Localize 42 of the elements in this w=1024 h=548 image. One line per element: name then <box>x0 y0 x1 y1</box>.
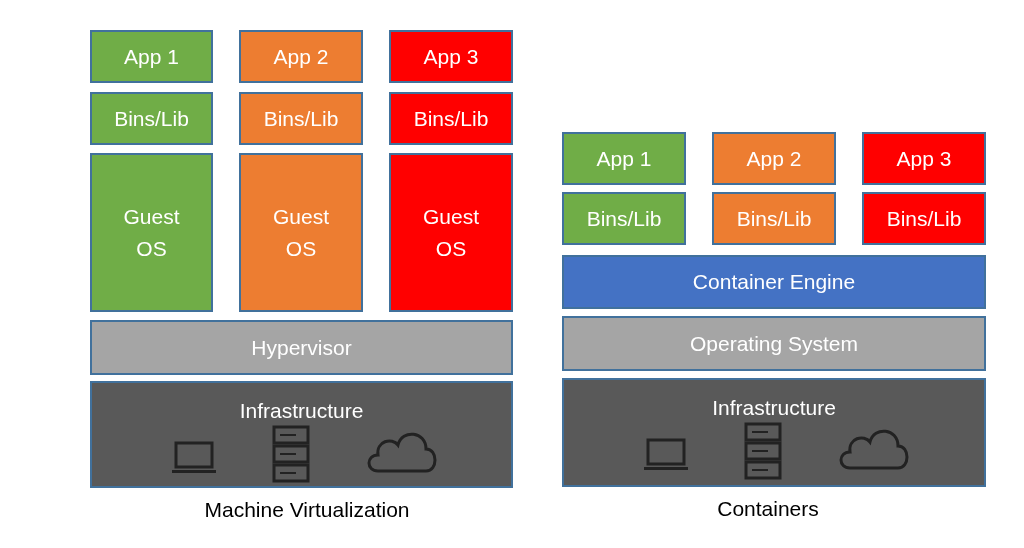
layer-label: App 1 <box>596 145 652 172</box>
layer-label: App 3 <box>423 43 479 70</box>
library-box <box>389 92 513 145</box>
operating-system-layer <box>562 316 986 371</box>
hypervisor-layer <box>90 320 513 375</box>
layer-label: Bins/Lib <box>736 205 812 232</box>
library-box <box>562 192 686 245</box>
layer-label: Bins/Lib <box>263 105 339 132</box>
layer-label: Hypervisor <box>251 334 352 361</box>
app-box <box>239 30 363 83</box>
container-engine-layer <box>562 255 986 309</box>
infrastructure-layer <box>562 378 986 487</box>
layer-label: App 1 <box>124 43 179 70</box>
library-box <box>712 192 836 245</box>
library-box <box>862 192 986 245</box>
library-box <box>239 92 363 145</box>
app-box <box>862 132 986 185</box>
layer-label: App 3 <box>896 145 952 172</box>
layer-label: Bins/Lib <box>114 105 189 132</box>
library-box <box>90 92 213 145</box>
layer-label: Bins/Lib <box>886 205 962 232</box>
layer-label: Infrastructure <box>712 395 836 421</box>
guest-os-box <box>239 153 363 312</box>
layer-label: App 2 <box>273 43 329 70</box>
layer-label: Bins/Lib <box>413 105 489 132</box>
app-box <box>389 30 513 83</box>
app-box <box>712 132 836 185</box>
app-box <box>90 30 213 83</box>
layer-label: Bins/Lib <box>586 205 662 232</box>
layer-label: Guest OS <box>122 204 181 262</box>
stack-caption: Containers <box>717 497 819 521</box>
layer-label: Guest OS <box>422 204 480 262</box>
layer-label: App 2 <box>746 145 802 172</box>
layer-label: Guest OS <box>272 204 330 262</box>
layer-label: Operating System <box>689 330 859 357</box>
stack-caption: Machine Virtualization <box>204 498 410 522</box>
layer-label: Infrastructure <box>239 398 364 424</box>
guest-os-box <box>90 153 213 312</box>
infrastructure-layer <box>90 381 513 488</box>
app-box <box>562 132 686 185</box>
guest-os-box <box>389 153 513 312</box>
layer-label: Container Engine <box>692 269 856 296</box>
